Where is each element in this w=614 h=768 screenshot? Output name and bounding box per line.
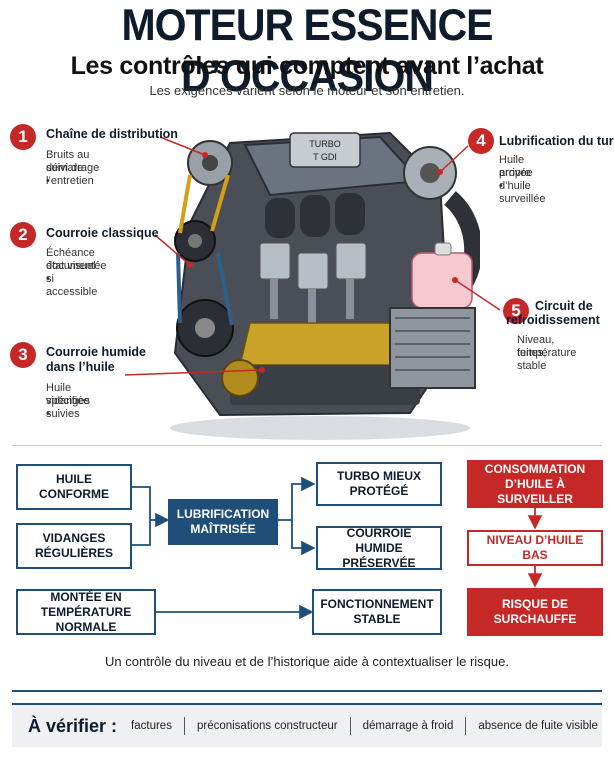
flow-box-risque-surchauffe: RISQUE DE SURCHAUFFE (467, 588, 603, 636)
flow-box-fonctionnement-stable: FONCTIONNEMENT STABLE (312, 589, 442, 635)
box-line2: RÉGULIÈRES (34, 546, 113, 560)
verify-separator (183, 717, 185, 735)
box-line2: STABLE (353, 612, 401, 626)
callout-desc-line2: température stable (517, 347, 577, 372)
callout-desc-line1: Bruits au démarrage • (46, 149, 100, 187)
engine-badge-line2: T GDI (313, 152, 337, 162)
box-line2: TEMPÉRATURE NORMALE (40, 604, 132, 634)
callout-title: Chaîne de distribution (46, 127, 178, 141)
verify-separator (465, 717, 467, 735)
box-line1: COURROIE HUMIDE (346, 525, 412, 555)
page-title: MOTEUR ESSENCE D’OCCASION (121, 0, 494, 101)
callout-title-line2: dans l’huile (46, 360, 115, 374)
box-line1: FONCTIONNEMENT (320, 597, 434, 611)
flow-box-huile-conforme: HUILE CONFORME (16, 464, 132, 510)
box-line2: MAÎTRISÉE (190, 522, 256, 536)
box-line1: LUBRIFICATION (176, 507, 270, 521)
verify-item: factures (131, 720, 172, 732)
callout-title-line2: refroidissement (506, 313, 600, 327)
box-line2: D’HUILE À SURVEILLER (497, 476, 573, 506)
engine-badge-line1: TURBO (309, 139, 341, 149)
callout-number: 3 (10, 342, 36, 368)
flow-box-niveau-huile-bas: NIVEAU D’HUILE BAS (467, 530, 603, 566)
callout-desc-line2: vidanges suivies (46, 395, 91, 420)
section-divider (12, 445, 602, 446)
callout-number: 5 (503, 298, 529, 324)
verify-item: absence de fuite visible (478, 720, 598, 732)
box-line1: TURBO MIEUX (337, 469, 421, 483)
callout-desc-line1: Huile spécifiée • (46, 382, 90, 420)
callout-title-line1: Circuit de (535, 299, 593, 313)
box-line1: RISQUE DE (501, 597, 568, 611)
callout-desc-line1: Huile propre • (499, 154, 531, 192)
footnote: Un contrôle du niveau et de l’historique… (105, 654, 509, 669)
box-line1: MONTÉE EN (50, 589, 122, 604)
callout-title: Courroie classique (46, 226, 159, 240)
verify-label: À vérifier : (28, 715, 118, 736)
box-line2: PRÉSERVÉE (342, 555, 416, 570)
callout-title: Lubrification du turbo (499, 134, 614, 148)
callout-title-line1: Courroie humide (46, 345, 147, 359)
callout-desc-line2: état visuel si accessible (46, 260, 98, 298)
flow-box-courroie-preservee: COURROIE HUMIDE PRÉSERVÉE (316, 526, 442, 570)
verify-separator (349, 717, 351, 735)
callout-desc-line1: Échéance documentée • (46, 247, 107, 285)
flow-box-consommation-huile: CONSOMMATION D’HUILE À SURVEILLER (467, 460, 603, 508)
box-line1: CONSOMMATION (484, 461, 586, 476)
verify-bar: À vérifier : factures préconisations con… (12, 703, 602, 747)
box-line1: HUILE (56, 472, 92, 486)
page-subtitle: Les contrôles qui comptent avant l’achat (70, 52, 544, 80)
box-line1: VIDANGES (42, 531, 106, 545)
verify-item: démarrage à froid (362, 720, 454, 732)
callout-number: 1 (10, 124, 36, 150)
callout-number: 4 (468, 128, 494, 154)
flow-box-lubrification: LUBRIFICATION MAÎTRISÉE (168, 499, 278, 545)
verify-item: préconisations constructeur (196, 720, 338, 732)
flow-box-montee-temperature: MONTÉE EN TEMPÉRATURE NORMALE (16, 589, 156, 635)
box-line2: SURCHAUFFE (493, 612, 577, 626)
box-line1: NIVEAU D’HUILE BAS (486, 533, 584, 562)
callout-number: 2 (10, 222, 36, 248)
callout-desc-line1: Niveau, fuites, (517, 334, 555, 359)
footer-divider (12, 690, 602, 692)
page-tagline: Les exigences varient selon le moteur et… (149, 83, 465, 98)
flow-box-turbo-protege: TURBO MIEUX PROTÉGÉ (316, 462, 442, 506)
engine-illustration: TURBO T GDI (170, 131, 480, 440)
box-line2: PROTÉGÉ (349, 484, 409, 498)
callout-desc-line2: arrivée d’huile surveillée (499, 167, 546, 205)
callout-desc-line2: suivi de l’entretien (46, 162, 94, 187)
box-line2: CONFORME (39, 487, 109, 501)
flow-box-vidanges: VIDANGES RÉGULIÈRES (16, 523, 132, 569)
